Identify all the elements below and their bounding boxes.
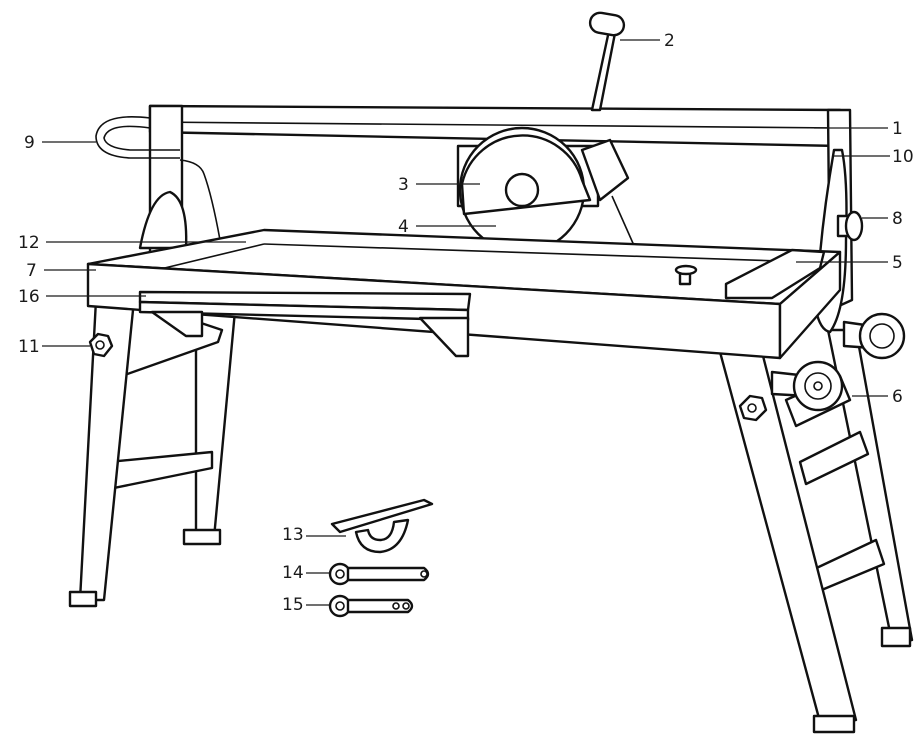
left-leg-nut (88, 332, 114, 358)
wrench-15-hole-a (392, 602, 400, 610)
right-leg-nut (738, 394, 768, 422)
label-4: 4 (398, 217, 409, 237)
label-15: 15 (282, 595, 304, 615)
label-1: 1 (892, 119, 903, 139)
wheels (770, 312, 906, 412)
label-3: 3 (398, 175, 409, 195)
label-16: 16 (18, 287, 40, 307)
table-knob (674, 264, 698, 276)
label-13: 13 (282, 525, 304, 545)
knob-head (844, 210, 864, 242)
front-wheel-axle (813, 381, 823, 391)
wrench-15 (328, 594, 414, 618)
label-6: 6 (892, 387, 903, 407)
handle-shaft (590, 24, 618, 112)
tray-bracket-left (150, 310, 204, 338)
angle-guide-arc (354, 518, 410, 554)
right-leg-nut-hole (747, 403, 757, 413)
angle-guide (330, 498, 434, 554)
wrench-14-tip-hole (420, 570, 428, 578)
adjust-knob (836, 210, 864, 242)
water-pipe-lower (179, 159, 221, 241)
table-rail-left (147, 243, 265, 273)
handle-grip (588, 11, 626, 37)
right-crossbar-mid (798, 430, 870, 486)
label-2: 2 (664, 31, 675, 51)
front-wheel-hub (804, 372, 832, 400)
water-pipe (95, 116, 180, 159)
left-post-bracket (138, 190, 188, 250)
left-leg-nut-hole (95, 340, 105, 350)
label-12: 12 (18, 233, 40, 253)
leader-lines (42, 39, 890, 606)
blade-assembly (456, 126, 637, 254)
back-wheel-hub (869, 323, 895, 349)
label-9: 9 (24, 133, 35, 153)
blade-guard-flap (580, 138, 630, 202)
wrench-14-shaft (346, 566, 430, 582)
angle-guide-bar (330, 498, 434, 534)
left-front-foot (68, 590, 98, 608)
label-7: 7 (26, 261, 37, 281)
label-14: 14 (282, 563, 304, 583)
label-5: 5 (892, 253, 903, 273)
front-tray (138, 290, 472, 358)
wrench-15-hole (335, 601, 345, 611)
tray-bracket-right (418, 316, 470, 358)
label-11: 11 (18, 337, 40, 357)
label-8: 8 (892, 209, 903, 229)
water-pipe-inner (103, 125, 180, 151)
blade-hub (504, 172, 540, 208)
wrench-14-hole (335, 569, 345, 579)
left-back-foot (182, 528, 222, 546)
wrench-15-hole-b (402, 602, 410, 610)
back-wheel (858, 312, 906, 360)
label-10: 10 (892, 147, 914, 167)
rail-edge (149, 121, 841, 129)
right-back-foot (880, 626, 912, 648)
callout-labels: 2 1 10 3 4 8 12 5 7 16 11 6 9 13 14 15 (18, 31, 914, 615)
wrench-14 (328, 562, 430, 586)
handle (588, 11, 626, 112)
front-wheel (792, 360, 844, 412)
guard-rod (611, 195, 637, 251)
table-rail-back (263, 243, 811, 263)
right-front-foot (812, 714, 856, 734)
